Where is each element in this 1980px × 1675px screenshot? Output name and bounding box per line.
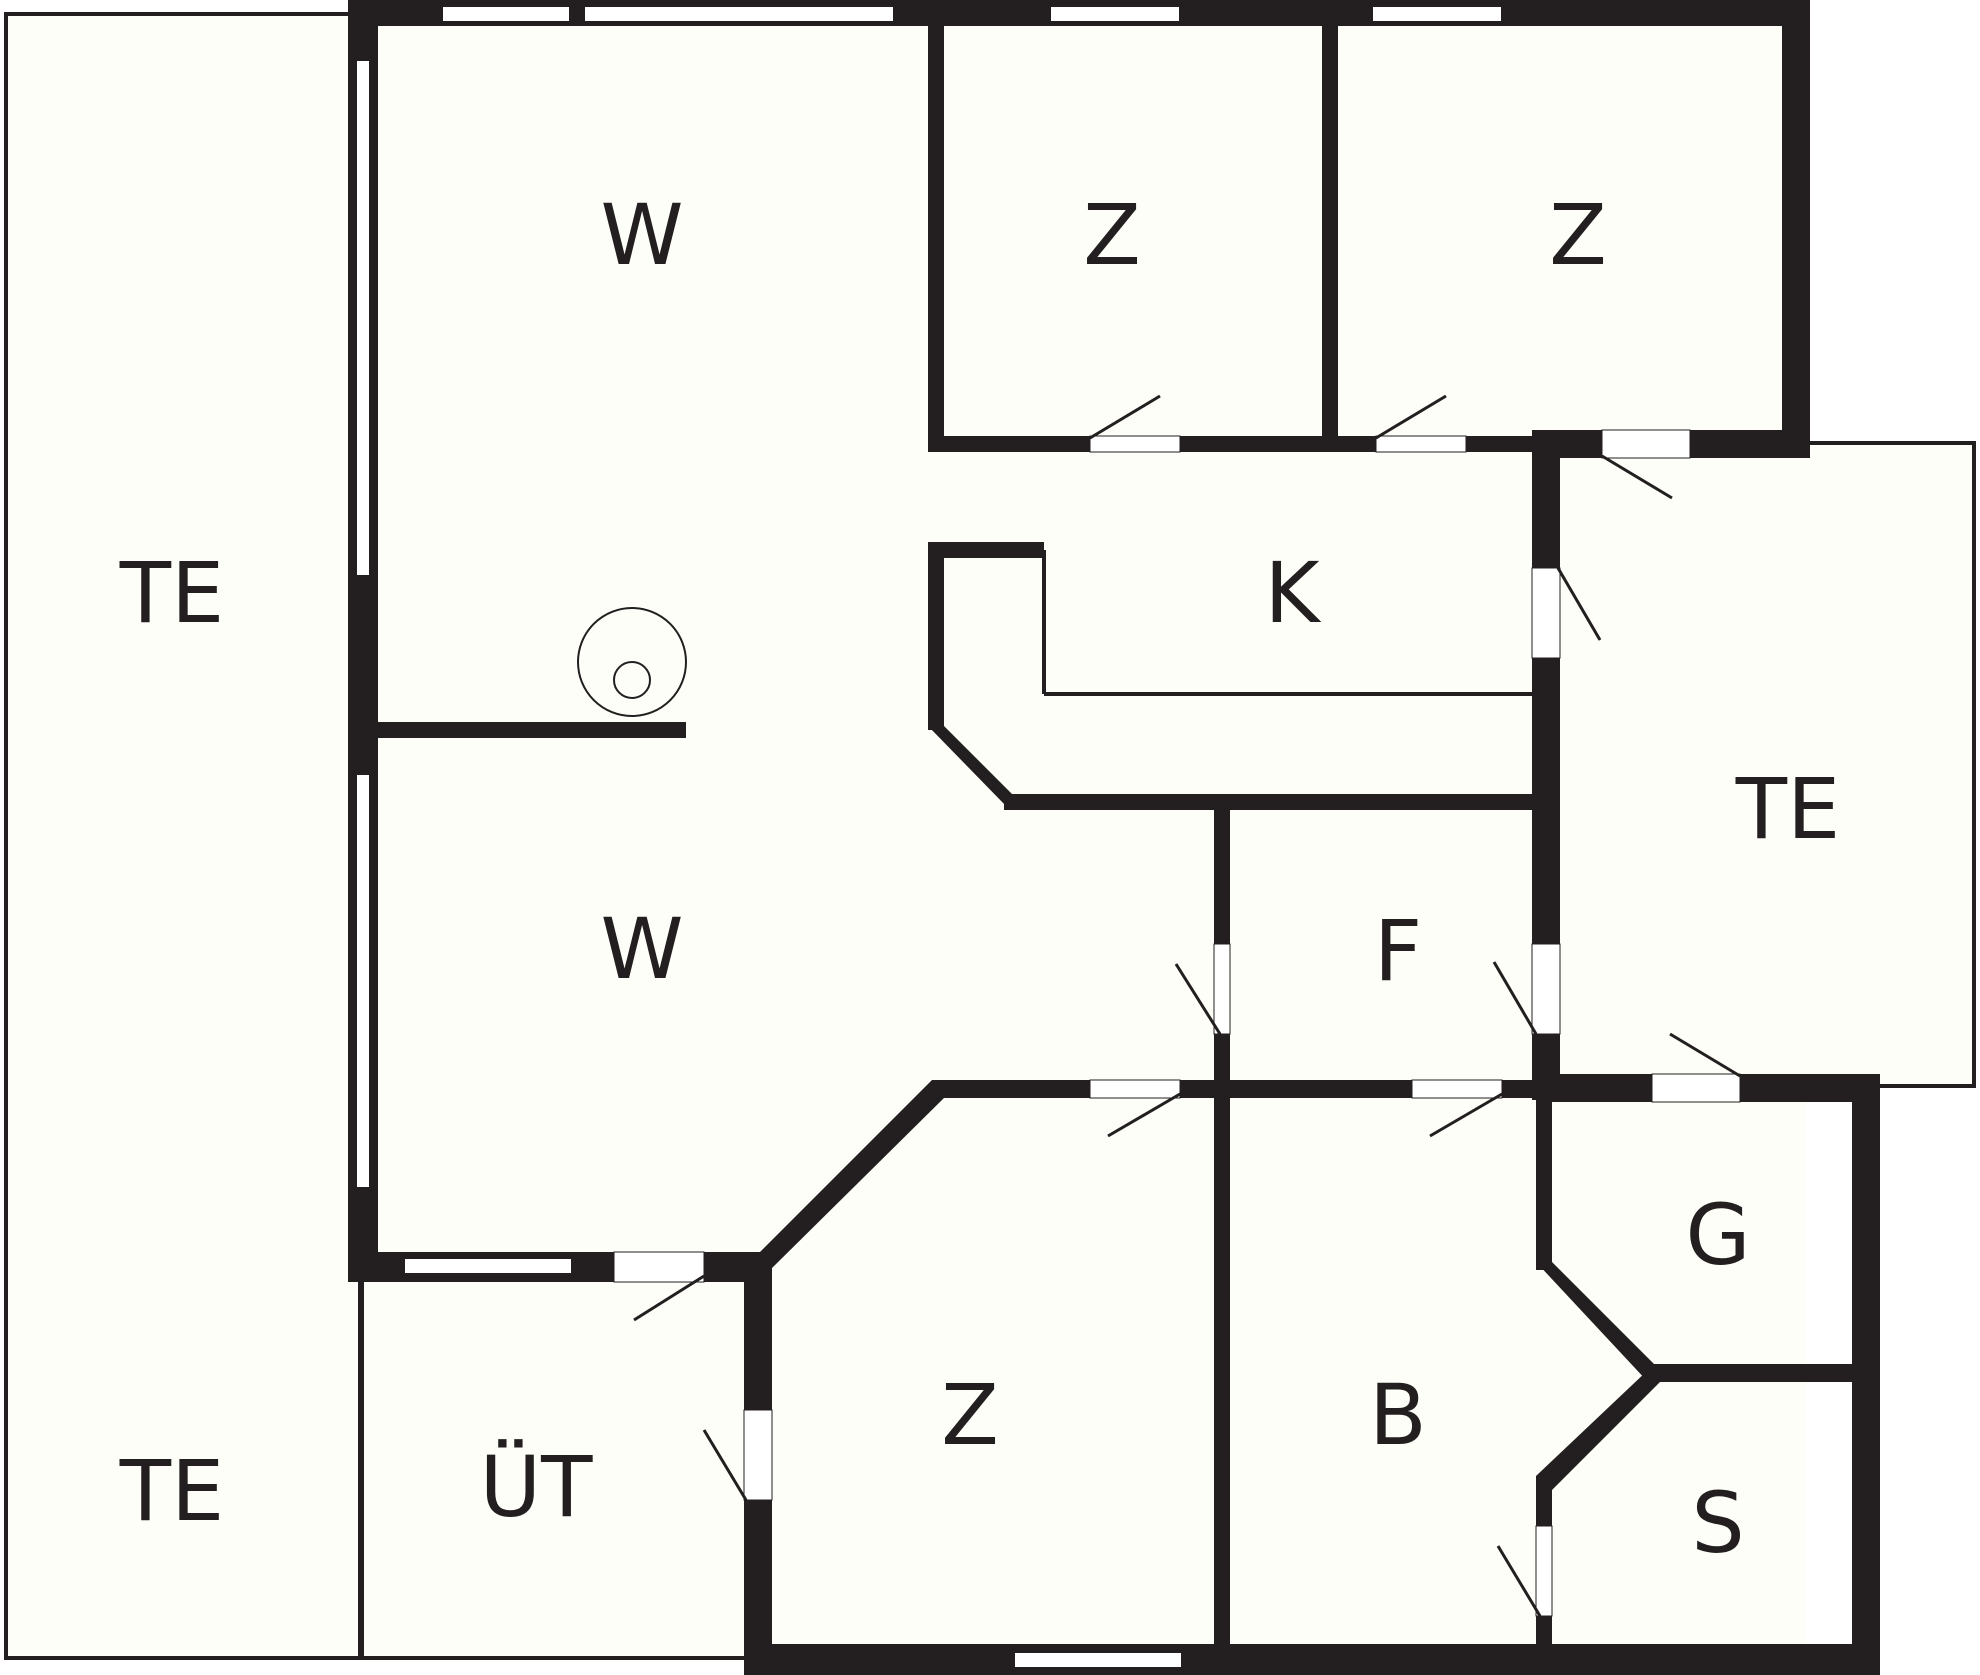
room-label-z-top-right: Z xyxy=(1549,186,1607,284)
window xyxy=(403,1257,573,1275)
window xyxy=(1371,5,1503,23)
floor-fills xyxy=(4,12,1974,1662)
window xyxy=(583,5,895,23)
room-labels: TE TE TE W W Z Z K F Z B G S ÜT xyxy=(119,186,1840,1572)
doors xyxy=(613,394,1741,1617)
window xyxy=(441,5,571,23)
room-label-f: F xyxy=(1374,902,1422,1000)
window xyxy=(355,773,371,1189)
room-label-w-bottom: W xyxy=(600,900,683,998)
room-label-z-bottom: Z xyxy=(941,1366,999,1464)
room-label-ut: ÜT xyxy=(480,1438,593,1536)
windows xyxy=(355,5,1503,1669)
stove-symbol xyxy=(577,607,687,717)
right-terrace-outline xyxy=(1808,441,1976,1088)
room-label-w-top: W xyxy=(600,186,683,284)
room-label-z-top-middle: Z xyxy=(1083,186,1141,284)
window xyxy=(355,59,371,577)
room-label-k: K xyxy=(1264,544,1321,642)
room-label-te-left-bottom: TE xyxy=(119,1442,224,1540)
window xyxy=(1049,5,1181,23)
room-label-te-left-top: TE xyxy=(119,544,224,642)
thin-walls xyxy=(1042,550,1534,696)
room-label-g: G xyxy=(1685,1186,1750,1284)
room-label-te-right: TE xyxy=(1735,760,1840,858)
room-label-b: B xyxy=(1369,1366,1427,1464)
room-label-s: S xyxy=(1691,1474,1744,1572)
window xyxy=(1013,1651,1183,1669)
